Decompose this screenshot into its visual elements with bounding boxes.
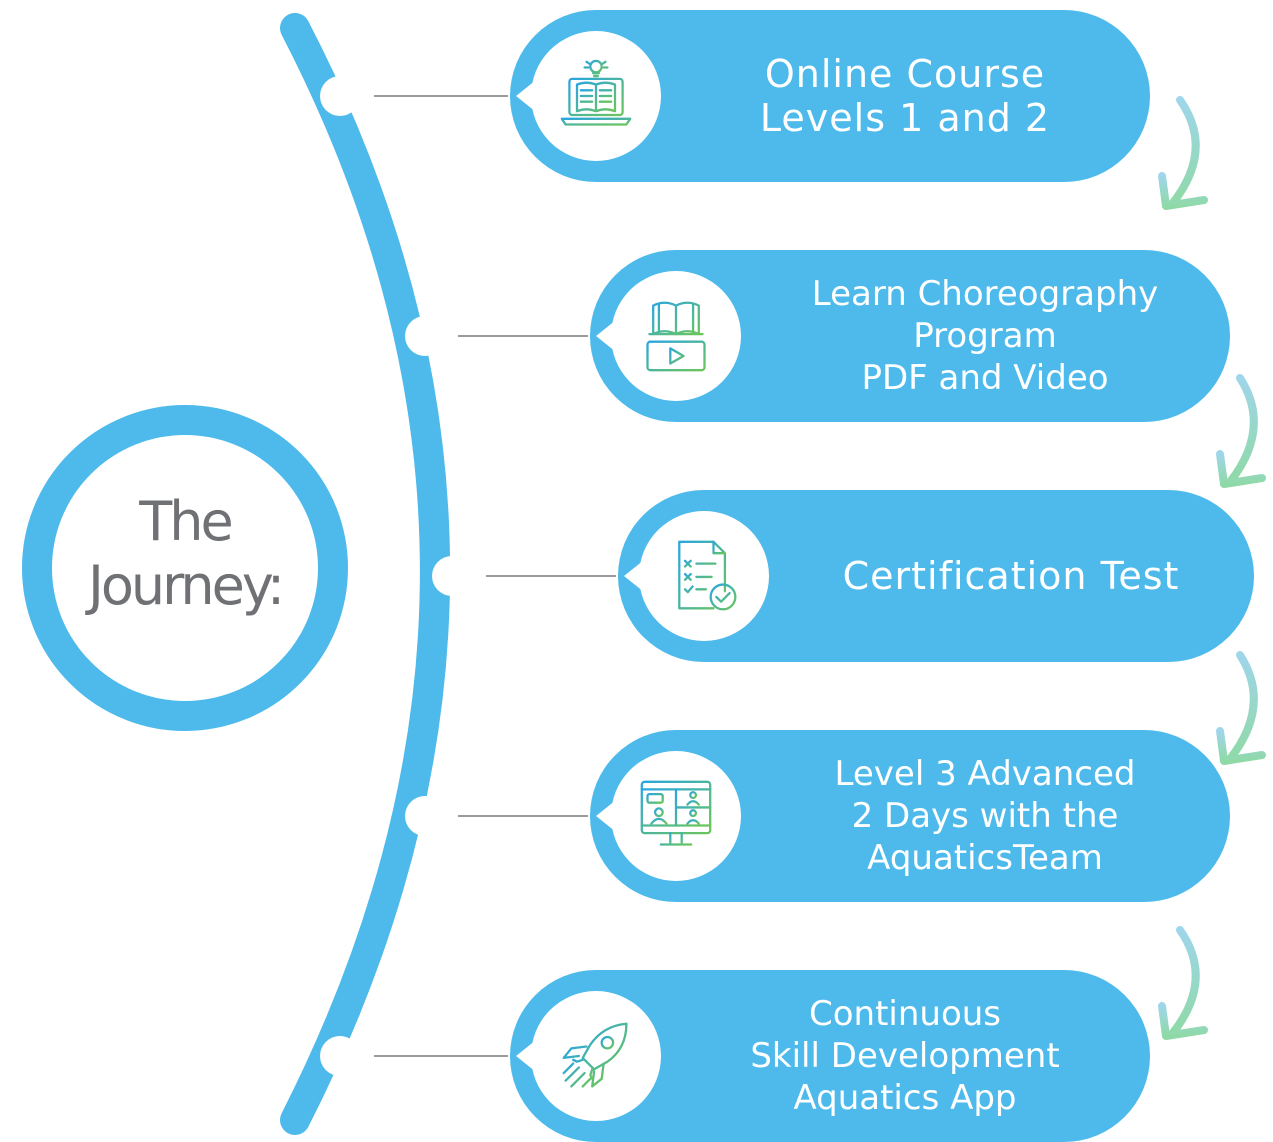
step-label-line: Levels 1 and 2 (759, 96, 1051, 140)
step-label: Certification Test (788, 490, 1234, 662)
step-label-line: Level 3 Advanced (834, 754, 1136, 794)
timeline-node (405, 796, 445, 836)
step-icon-badge (639, 511, 769, 641)
step-label: Level 3 Advanced 2 Days with the Aquatic… (760, 730, 1210, 902)
step-level-3-advanced: Level 3 Advanced 2 Days with the Aquatic… (590, 730, 1230, 902)
hub-title-line: Journey: (87, 554, 285, 617)
step-icon-badge (531, 991, 661, 1121)
curved-arrow-icon (1158, 96, 1208, 210)
timeline-node (320, 76, 360, 116)
step-online-course: Online Course Levels 1 and 2 (510, 10, 1150, 182)
hub-ring (22, 405, 348, 731)
curved-arrow-icon (1216, 651, 1266, 765)
step-label: Online Course Levels 1 and 2 (680, 10, 1130, 182)
timeline-node (432, 556, 472, 596)
step-label-line: Certification Test (842, 554, 1180, 598)
curved-arrow-icon (1216, 374, 1266, 488)
step-label-line: Online Course (764, 52, 1046, 96)
step-label-line: PDF and Video (861, 358, 1109, 398)
curved-arrow-icon (1158, 926, 1208, 1040)
step-label-line: Aquatics App (793, 1078, 1017, 1118)
step-label-line: 2 Days with the (851, 796, 1119, 836)
step-label-line: Skill Development (750, 1036, 1060, 1076)
step-label-line: AquaticsTeam (867, 838, 1103, 878)
hub-title-line: The (139, 490, 233, 553)
step-label-line: Learn Choreography (811, 274, 1159, 314)
laptop-book-lightbulb-icon (560, 59, 632, 126)
rocket-icon (562, 1022, 628, 1088)
step-certification-test: Certification Test (618, 490, 1254, 662)
step-continuous-skill-development: Continuous Skill Development Aquatics Ap… (510, 970, 1150, 1142)
step-learn-choreography: Learn Choreography Program PDF and Video (590, 250, 1230, 422)
hub-title: The Journey: (50, 490, 320, 618)
step-label: Continuous Skill Development Aquatics Ap… (680, 970, 1130, 1142)
step-label: Learn Choreography Program PDF and Video (760, 250, 1210, 422)
step-icon-badge (611, 271, 741, 401)
timeline-node (320, 1036, 360, 1076)
book-video-icon (646, 301, 706, 372)
video-conference-monitor-icon (640, 780, 712, 846)
step-label-line: Continuous (808, 994, 1002, 1034)
step-icon-badge (531, 31, 661, 161)
step-label-line: Program (913, 316, 1057, 356)
checklist-document-icon (678, 540, 737, 611)
timeline-node (405, 316, 445, 356)
step-icon-badge (611, 751, 741, 881)
